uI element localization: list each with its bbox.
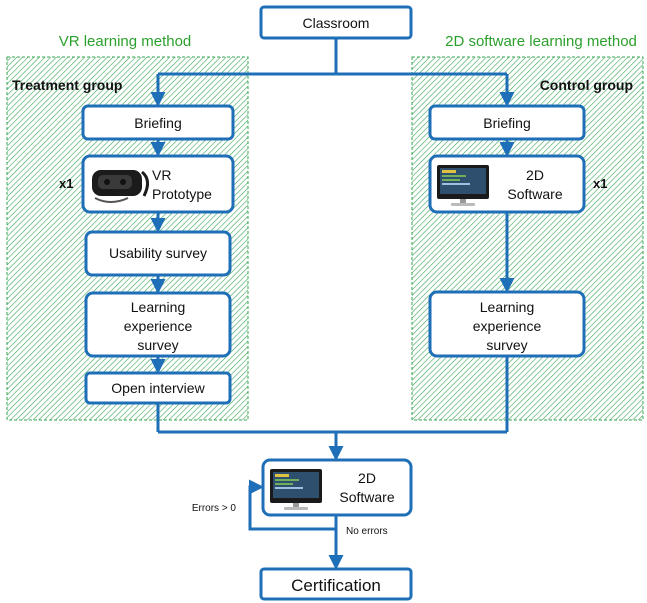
svg-text:Briefing: Briefing xyxy=(483,115,530,131)
connectors xyxy=(150,38,515,570)
svg-text:Prototype: Prototype xyxy=(152,186,212,202)
svg-text:Certification: Certification xyxy=(291,576,381,595)
left-experience-survey-node: Learning experience survey xyxy=(84,291,232,358)
vr-prototype-node: VR Prototype xyxy=(81,154,235,214)
computer-monitor-icon xyxy=(437,165,489,206)
left-briefing-node: Briefing xyxy=(81,104,235,141)
right-multiplier: x1 xyxy=(593,176,607,191)
right-group-title: 2D software learning method xyxy=(445,33,637,50)
control-group-label: Control group xyxy=(540,77,633,93)
svg-text:experience: experience xyxy=(124,318,193,334)
right-briefing-node: Briefing xyxy=(428,104,586,141)
classroom-node: Classroom xyxy=(259,5,413,40)
svg-text:Software: Software xyxy=(507,186,562,202)
svg-text:Classroom: Classroom xyxy=(303,15,370,31)
svg-text:Open interview: Open interview xyxy=(111,380,205,396)
computer-monitor-icon xyxy=(270,469,322,510)
final-2d-software-node: 2D Software xyxy=(261,458,413,517)
usability-survey-node: Usability survey xyxy=(84,230,232,277)
svg-text:Learning: Learning xyxy=(480,299,535,315)
left-multiplier: x1 xyxy=(59,176,73,191)
errors-label: Errors > 0 xyxy=(192,503,237,514)
svg-text:Briefing: Briefing xyxy=(134,115,181,131)
certification-node: Certification xyxy=(259,567,413,601)
right-experience-survey-node: Learning experience survey xyxy=(428,290,586,358)
right-2d-software-node: 2D Software xyxy=(428,154,586,214)
svg-text:experience: experience xyxy=(473,318,542,334)
svg-text:survey: survey xyxy=(137,337,178,353)
treatment-group-label: Treatment group xyxy=(12,77,122,93)
svg-text:Software: Software xyxy=(339,489,394,505)
svg-text:2D: 2D xyxy=(358,470,376,486)
vr-headset-icon xyxy=(92,170,149,203)
svg-text:survey: survey xyxy=(486,337,527,353)
svg-text:2D: 2D xyxy=(526,167,544,183)
svg-text:VR: VR xyxy=(152,167,171,183)
no-errors-label: No errors xyxy=(346,526,388,537)
open-interview-node: Open interview xyxy=(84,371,232,405)
svg-text:Learning: Learning xyxy=(131,299,186,315)
left-group-title: VR learning method xyxy=(59,33,192,50)
svg-text:Usability survey: Usability survey xyxy=(109,245,207,261)
